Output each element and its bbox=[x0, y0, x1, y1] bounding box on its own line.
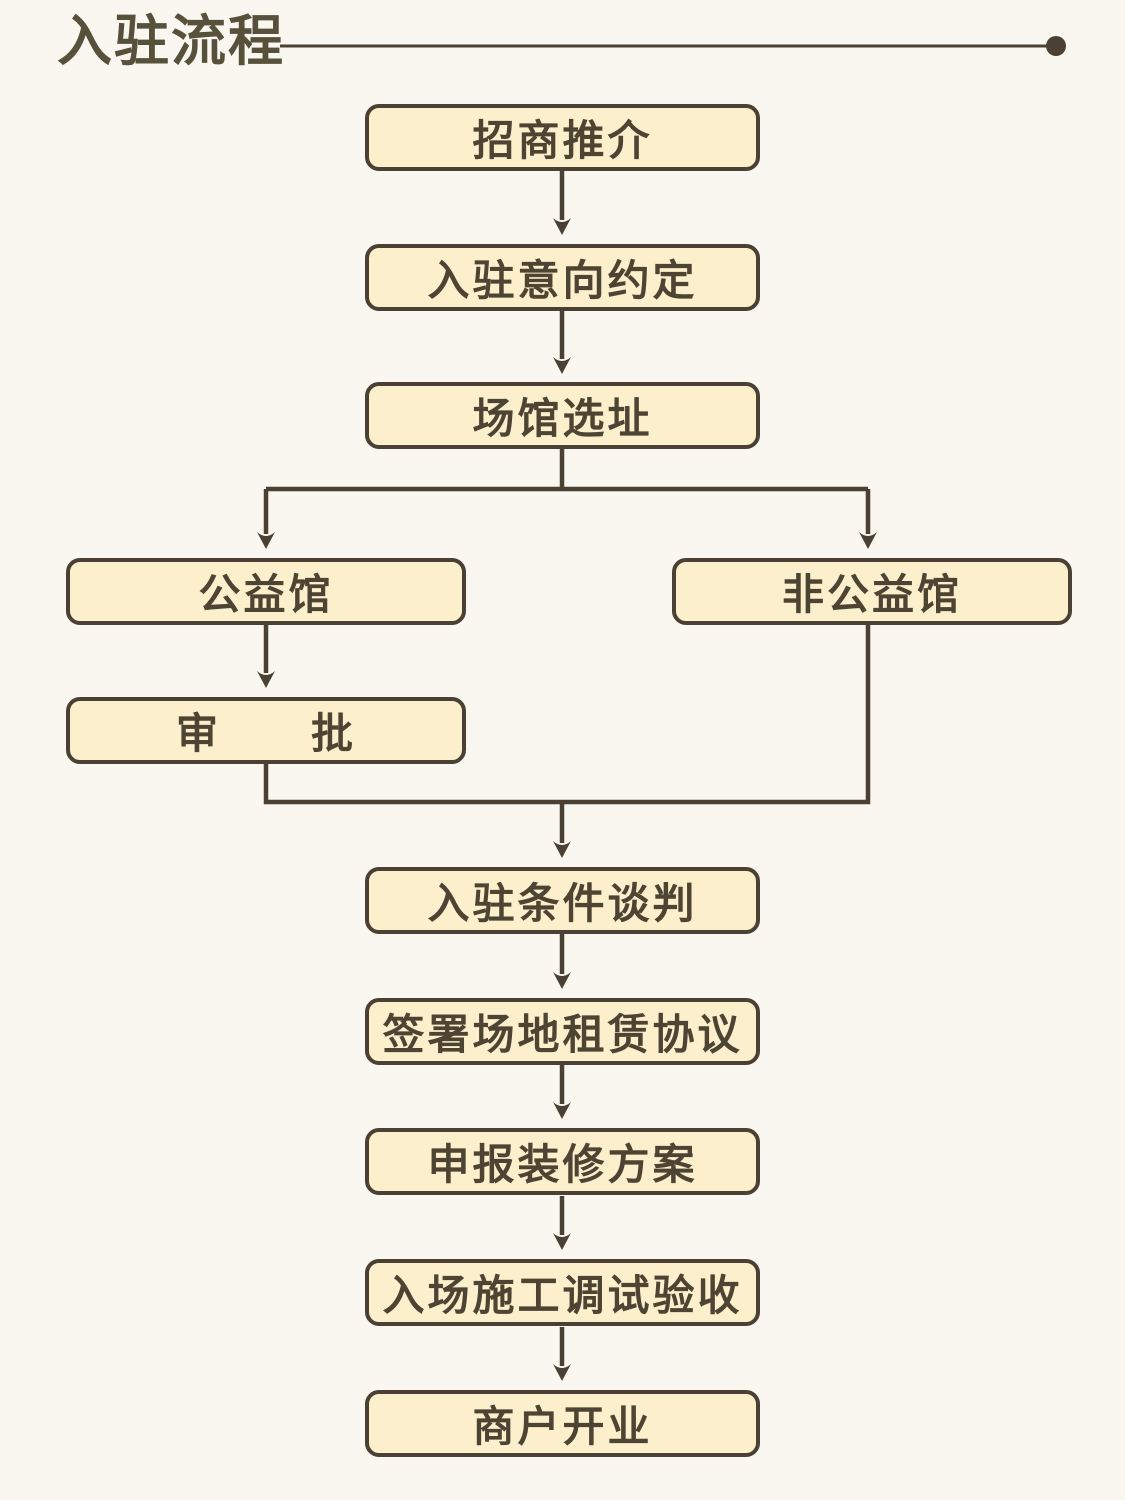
node-public: 公益馆 bbox=[66, 558, 466, 625]
arrowhead-icon bbox=[553, 1102, 571, 1119]
node-negotiation: 入驻条件谈判 bbox=[365, 867, 760, 934]
arrowhead-icon bbox=[553, 357, 571, 374]
node-construction: 入场施工调试验收 bbox=[365, 1259, 760, 1326]
arrowhead-icon bbox=[553, 218, 571, 235]
arrowhead-icon bbox=[553, 841, 571, 858]
arrowhead-icon bbox=[553, 1364, 571, 1381]
node-promotion: 招商推介 bbox=[365, 104, 760, 171]
arrowhead-icon bbox=[257, 532, 275, 549]
node-decoration: 申报装修方案 bbox=[365, 1128, 760, 1195]
title-rule-dot-icon bbox=[1046, 36, 1066, 56]
node-opening: 商户开业 bbox=[365, 1390, 760, 1457]
node-intent: 入驻意向约定 bbox=[365, 244, 760, 311]
page-title: 入驻流程 bbox=[57, 10, 286, 72]
arrowhead-icon bbox=[257, 671, 275, 688]
arrowhead-icon bbox=[859, 532, 877, 549]
node-lease: 签署场地租赁协议 bbox=[365, 998, 760, 1065]
node-non-public: 非公益馆 bbox=[672, 558, 1072, 625]
node-approval: 审 批 bbox=[66, 697, 466, 764]
arrowhead-icon bbox=[553, 1233, 571, 1250]
edge-site-branch bbox=[263, 449, 871, 534]
arrowhead-icon bbox=[553, 972, 571, 989]
node-site: 场馆选址 bbox=[365, 382, 760, 449]
